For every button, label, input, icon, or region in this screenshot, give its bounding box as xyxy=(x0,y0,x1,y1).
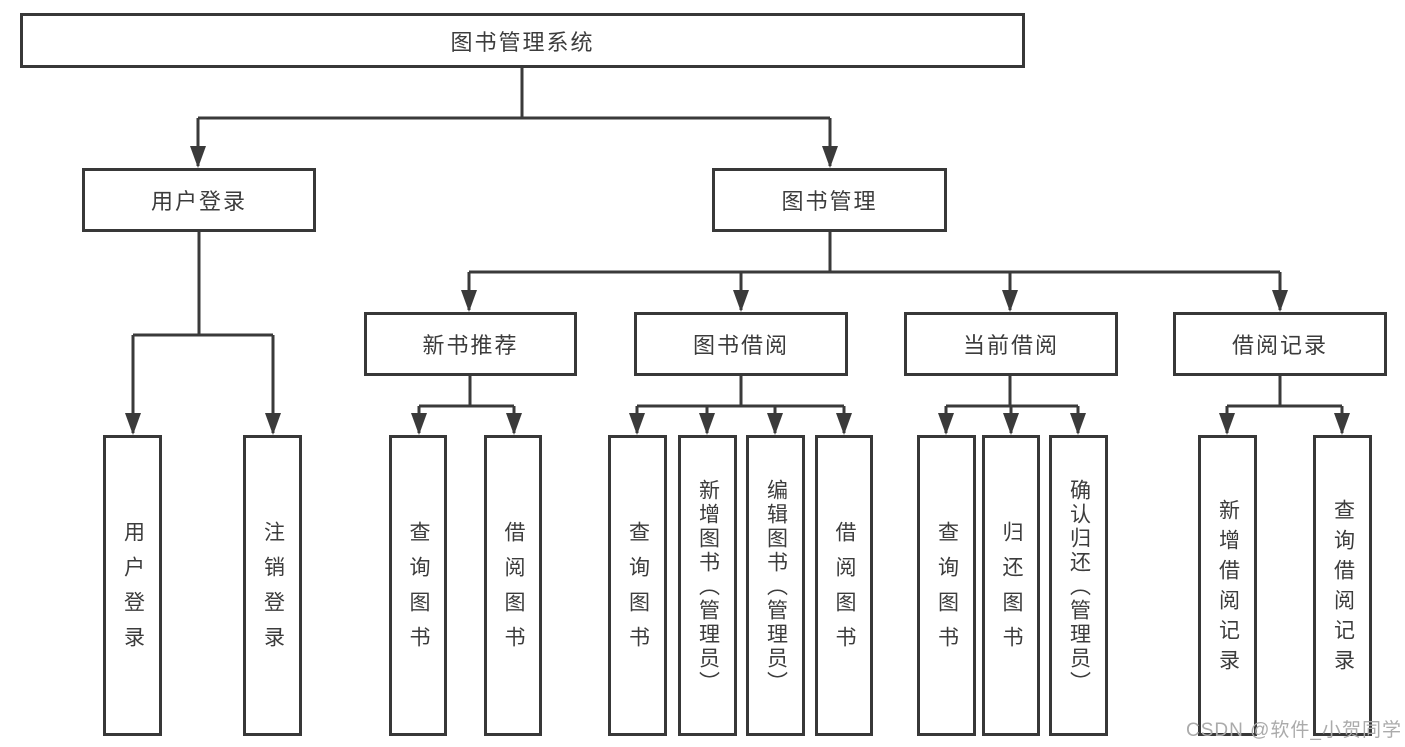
leaf-query-books-borrowing: 查询图书 xyxy=(608,435,667,736)
watermark: CSDN @软件_小贺同学 xyxy=(1186,720,1402,741)
leaf-query-books-borrowing-label: 查询图书 xyxy=(626,520,650,661)
node-borrow-records: 借阅记录 xyxy=(1173,312,1387,376)
leaf-logout: 注销登录 xyxy=(243,435,302,736)
connector-book-borrow-trunk xyxy=(637,376,844,408)
leaf-query-borrow-record: 查询借阅记录 xyxy=(1313,435,1372,736)
connector-book-mgmt-trunk xyxy=(469,232,1280,274)
node-book-management-label: 图书管理 xyxy=(781,189,878,214)
leaf-borrow-books-borrowing-label: 借阅图书 xyxy=(833,520,856,661)
node-user-login-label: 用户登录 xyxy=(150,189,247,214)
node-current-borrowing-label: 当前借阅 xyxy=(962,333,1059,358)
connector-current-borrow-trunk xyxy=(946,376,1078,408)
leaf-add-book-admin: 新增图书（管理员） xyxy=(678,435,737,736)
leaf-borrow-books-borrowing: 借阅图书 xyxy=(815,435,873,736)
connector-borrow-records-trunk xyxy=(1227,376,1342,408)
connector-root-trunk xyxy=(198,68,830,120)
node-root: 图书管理系统 xyxy=(20,13,1025,68)
node-current-borrowing: 当前借阅 xyxy=(904,312,1118,376)
node-user-login: 用户登录 xyxy=(82,168,316,232)
node-book-borrowing-label: 图书借阅 xyxy=(692,333,789,358)
leaf-query-borrow-record-label: 查询借阅记录 xyxy=(1331,498,1355,679)
leaf-add-borrow-record-label: 新增借阅记录 xyxy=(1216,498,1240,679)
leaf-confirm-return-admin: 确认归还（管理员） xyxy=(1049,435,1108,736)
leaf-return-books: 归还图书 xyxy=(982,435,1040,736)
leaf-add-book-admin-label: 新增图书（管理员） xyxy=(696,478,720,695)
node-book-borrowing: 图书借阅 xyxy=(634,312,848,376)
leaf-add-borrow-record: 新增借阅记录 xyxy=(1198,435,1257,736)
leaf-edit-book-admin-label: 编辑图书（管理员） xyxy=(764,478,788,695)
leaf-edit-book-admin: 编辑图书（管理员） xyxy=(746,435,805,736)
leaf-query-books-recommend: 查询图书 xyxy=(389,435,447,736)
leaf-user-login-label: 用户登录 xyxy=(121,520,145,661)
arrow-lines xyxy=(125,118,1350,435)
node-root-label: 图书管理系统 xyxy=(450,29,595,55)
leaf-return-books-label: 归还图书 xyxy=(1000,520,1023,661)
leaf-query-books-recommend-label: 查询图书 xyxy=(407,520,430,661)
connector-new-book-rec-trunk xyxy=(419,376,514,408)
leaf-confirm-return-admin-label: 确认归还（管理员） xyxy=(1067,478,1091,695)
leaf-query-books-current: 查询图书 xyxy=(917,435,976,736)
leaf-borrow-books-recommend: 借阅图书 xyxy=(484,435,542,736)
node-new-book-recommend-label: 新书推荐 xyxy=(422,333,519,358)
node-borrow-records-label: 借阅记录 xyxy=(1231,333,1328,358)
leaf-borrow-books-recommend-label: 借阅图书 xyxy=(502,520,525,661)
node-book-management: 图书管理 xyxy=(712,168,947,232)
leaf-query-books-current-label: 查询图书 xyxy=(935,520,959,661)
connector-user-login-trunk xyxy=(133,232,273,337)
leaf-logout-label: 注销登录 xyxy=(261,520,285,661)
leaf-user-login: 用户登录 xyxy=(103,435,162,736)
node-new-book-recommend: 新书推荐 xyxy=(364,312,577,376)
